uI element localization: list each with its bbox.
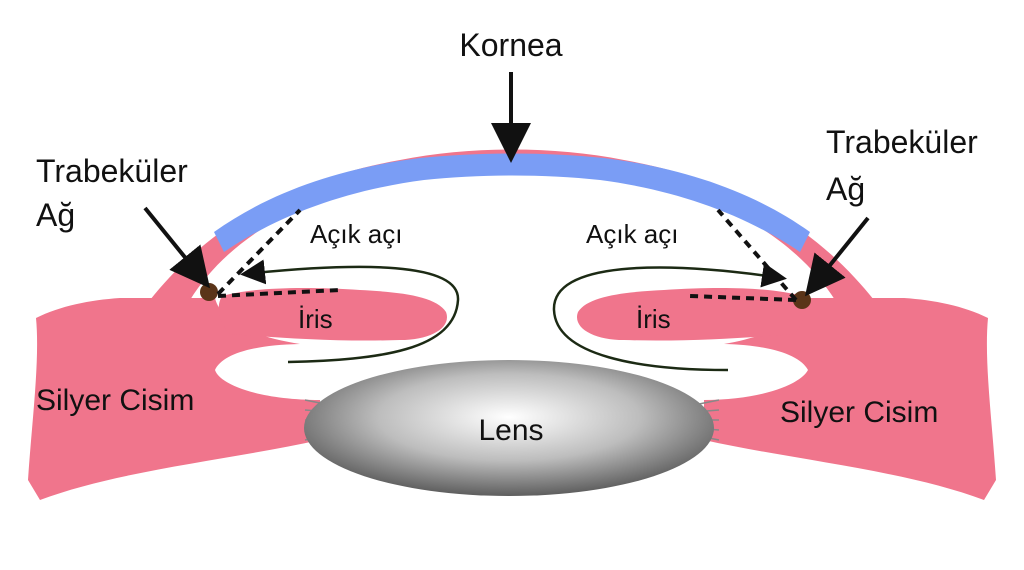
iris-left [218, 288, 447, 341]
trabecular-right-pointer-arrow [804, 216, 870, 297]
open-angle-left-label: Açık açı [310, 219, 402, 249]
ciliary-body-left [28, 298, 320, 500]
trabecular-left-pointer-arrow [143, 206, 211, 289]
open-angle-right-label: Açık açı [586, 219, 678, 249]
angle-lines-left [216, 208, 341, 298]
lens-label: Lens [478, 414, 543, 447]
ciliary-left-label: Silyer Cisim [36, 384, 194, 417]
ciliary-right-label: Silyer Cisim [780, 396, 938, 429]
trabecular-right-label-line1: Trabeküler [826, 124, 978, 160]
cornea-label: Kornea [459, 27, 562, 63]
lens-shape [304, 360, 714, 496]
trabecular-meshwork-left [200, 283, 218, 301]
iris-right-label: İris [636, 304, 671, 334]
aqueous-flow-left [240, 259, 460, 364]
trabecular-left-label-line1: Trabeküler [36, 153, 188, 189]
cornea-blue-layer [214, 153, 810, 252]
iris-left-label: İris [298, 304, 333, 334]
iris-right [577, 288, 806, 341]
aqueous-flow-right [552, 262, 787, 372]
trabecular-right-label-line2: Ağ [826, 171, 865, 207]
trabecular-left-label-line2: Ağ [36, 197, 75, 233]
ciliary-body-right [704, 298, 996, 500]
